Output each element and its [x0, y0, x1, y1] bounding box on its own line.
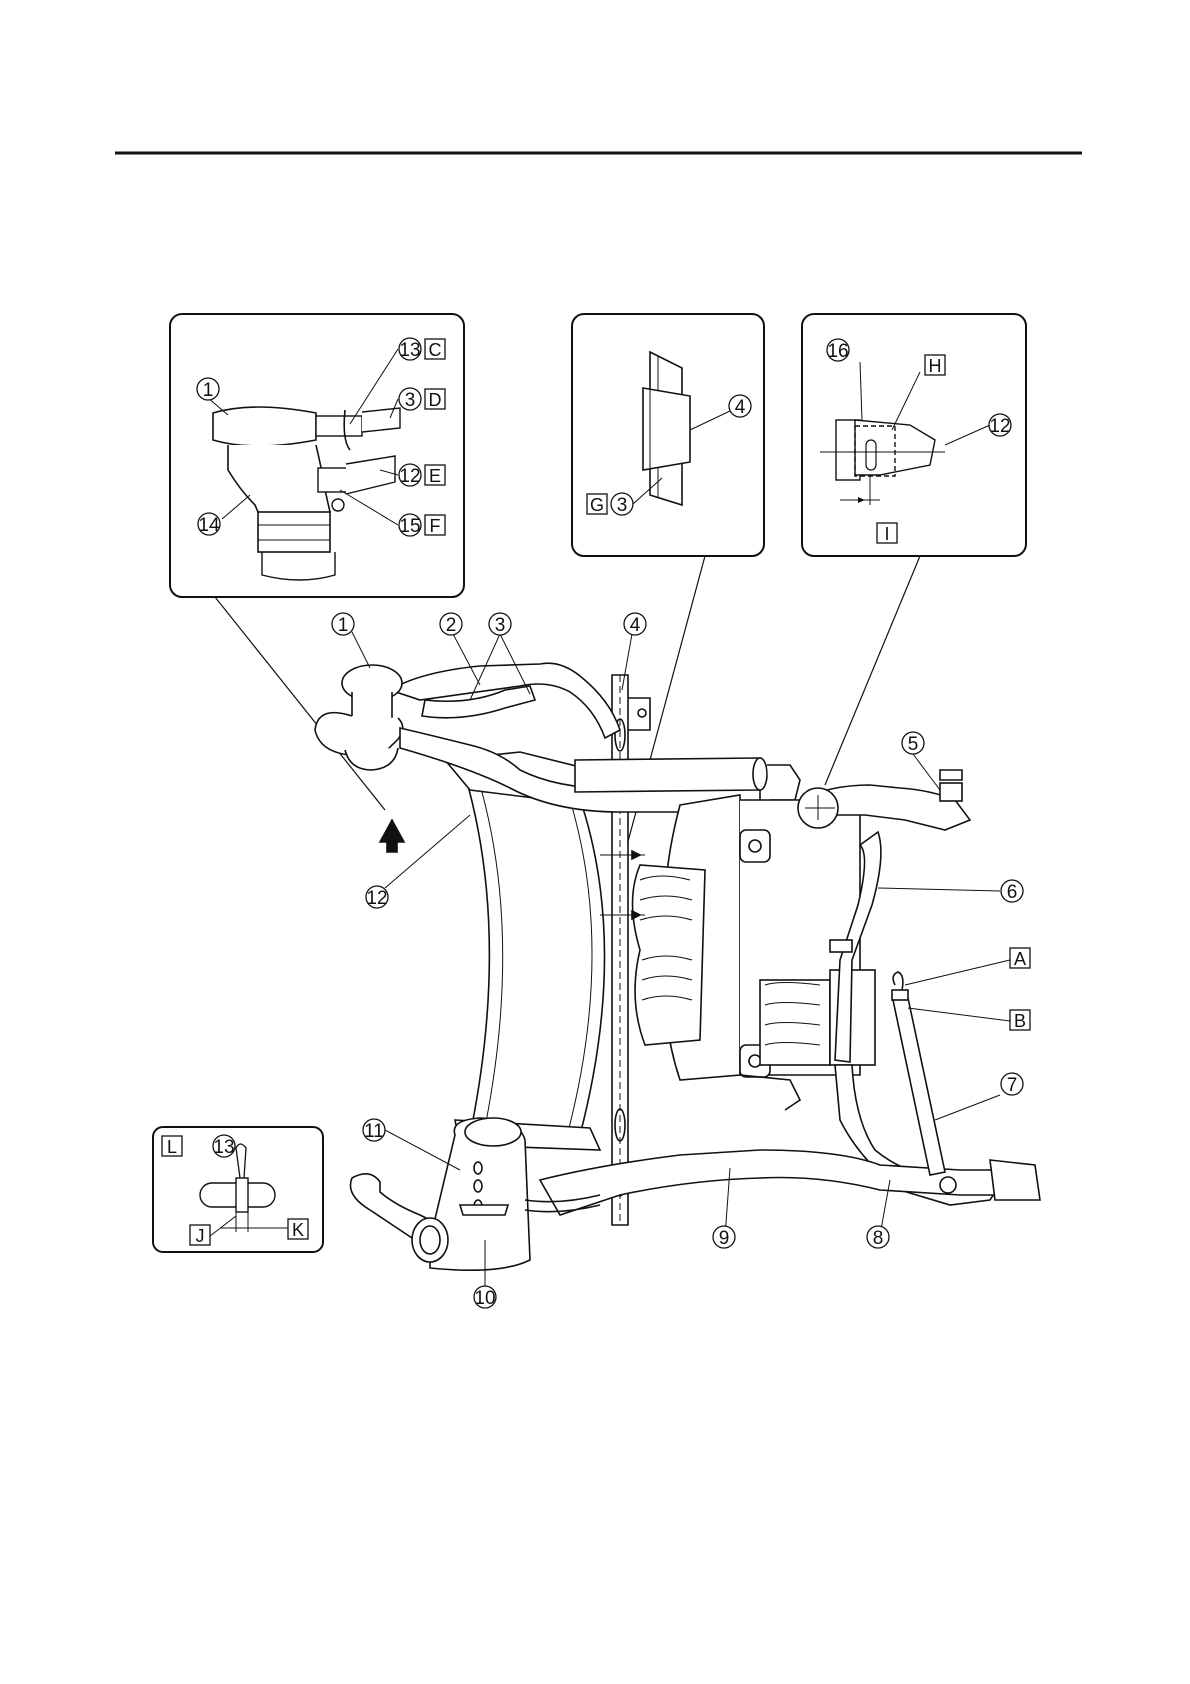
callout-1-inset: 1 — [197, 378, 219, 401]
svg-text:13: 13 — [213, 1137, 234, 1158]
filler-neck-drawing — [228, 445, 330, 516]
callout-3-inset2: 3 — [611, 493, 633, 516]
svg-text:B: B — [1014, 1011, 1026, 1031]
inset-filler-neck: 1 13 C 3 D 12 E 15 — [170, 314, 464, 597]
callout-7-main: 7 — [1001, 1073, 1023, 1096]
svg-text:L: L — [167, 1137, 177, 1157]
svg-text:10: 10 — [474, 1288, 495, 1309]
callout-13-inset4: 13 — [213, 1135, 235, 1158]
radiator-core-drawing — [465, 775, 605, 1135]
callout-6-main: 6 — [1001, 880, 1023, 903]
callout-3-inset: 3 — [399, 388, 421, 411]
inset-clamp-alignment: 16 H 12 I — [802, 314, 1026, 556]
svg-text:5: 5 — [908, 734, 919, 755]
callout-16-inset: 16 — [827, 339, 849, 362]
svg-text:A: A — [1014, 949, 1026, 969]
svg-text:15: 15 — [399, 516, 420, 537]
svg-text:12: 12 — [366, 888, 387, 909]
svg-text:2: 2 — [446, 615, 457, 636]
svg-text:G: G — [590, 495, 604, 515]
svg-text:1: 1 — [203, 380, 214, 401]
callout-12-main: 12 — [366, 886, 388, 909]
callout-4-main: 4 — [624, 613, 646, 636]
svg-text:3: 3 — [405, 390, 416, 411]
label-box-l: L — [162, 1136, 182, 1157]
overflow-pipe-drawing — [316, 416, 362, 436]
svg-text:14: 14 — [198, 515, 220, 536]
label-box-j: J — [190, 1225, 210, 1246]
svg-text:16: 16 — [827, 341, 848, 362]
callout-4-inset: 4 — [729, 395, 751, 418]
svg-text:E: E — [429, 466, 441, 486]
radiator-cap-drawing — [213, 407, 316, 446]
label-box-e: E — [425, 465, 445, 486]
svg-text:K: K — [292, 1220, 304, 1240]
pipe-cylinder — [575, 758, 760, 792]
inset-hose-pipe: 4 G 3 — [572, 314, 764, 556]
svg-text:J: J — [196, 1226, 205, 1246]
svg-text:F: F — [430, 516, 441, 536]
clip-drawing — [236, 1178, 248, 1212]
label-box-c: C — [425, 339, 445, 360]
callout-14-inset: 14 — [198, 513, 220, 536]
pipe-end — [990, 1160, 1040, 1200]
svg-text:7: 7 — [1007, 1075, 1018, 1096]
label-box-i: I — [877, 523, 897, 544]
callout-9-main: 9 — [713, 1226, 735, 1249]
label-box-h: H — [925, 355, 945, 376]
svg-text:I: I — [884, 524, 889, 544]
callout-11-main: 11 — [363, 1119, 385, 1142]
svg-text:3: 3 — [617, 495, 628, 516]
label-box-g: G — [587, 494, 607, 515]
svg-text:12: 12 — [399, 466, 420, 487]
label-box-f: F — [425, 515, 445, 536]
callout-10-main: 10 — [474, 1286, 496, 1309]
svg-text:3: 3 — [495, 615, 506, 636]
svg-text:H: H — [929, 356, 942, 376]
svg-text:6: 6 — [1007, 882, 1018, 903]
inset-clip-detail: L 13 J K — [153, 1127, 323, 1252]
svg-text:8: 8 — [873, 1228, 884, 1249]
svg-text:D: D — [429, 390, 442, 410]
svg-text:11: 11 — [364, 1121, 384, 1142]
svg-text:1: 1 — [338, 615, 349, 636]
clip-a — [893, 972, 903, 990]
svg-text:C: C — [429, 340, 442, 360]
callout-15-inset: 15 — [399, 514, 421, 537]
svg-text:13: 13 — [399, 340, 420, 361]
hose-7 — [893, 998, 945, 1175]
callout-12-inset: 12 — [399, 464, 421, 487]
label-box-b: B — [1010, 1010, 1030, 1031]
svg-text:4: 4 — [630, 615, 641, 636]
label-box-d: D — [425, 389, 445, 410]
filler-neck-lower — [258, 512, 330, 552]
callout-2-main: 2 — [440, 613, 462, 636]
svg-text:12: 12 — [989, 416, 1010, 437]
callout-5-main: 5 — [902, 732, 924, 755]
main-assembly-drawing — [315, 663, 1040, 1270]
callout-3-main: 3 — [489, 613, 511, 636]
callout-12-inset3: 12 — [989, 414, 1011, 437]
svg-text:4: 4 — [735, 397, 746, 418]
callout-8-main: 8 — [867, 1226, 889, 1249]
callout-13-inset: 13 — [399, 338, 421, 361]
front-direction-arrow — [380, 820, 404, 852]
svg-text:9: 9 — [719, 1228, 730, 1249]
callout-1-main: 1 — [332, 613, 354, 636]
inlet-pipe-drawing — [318, 468, 348, 492]
label-box-k: K — [288, 1219, 308, 1240]
label-box-a: A — [1010, 948, 1030, 969]
